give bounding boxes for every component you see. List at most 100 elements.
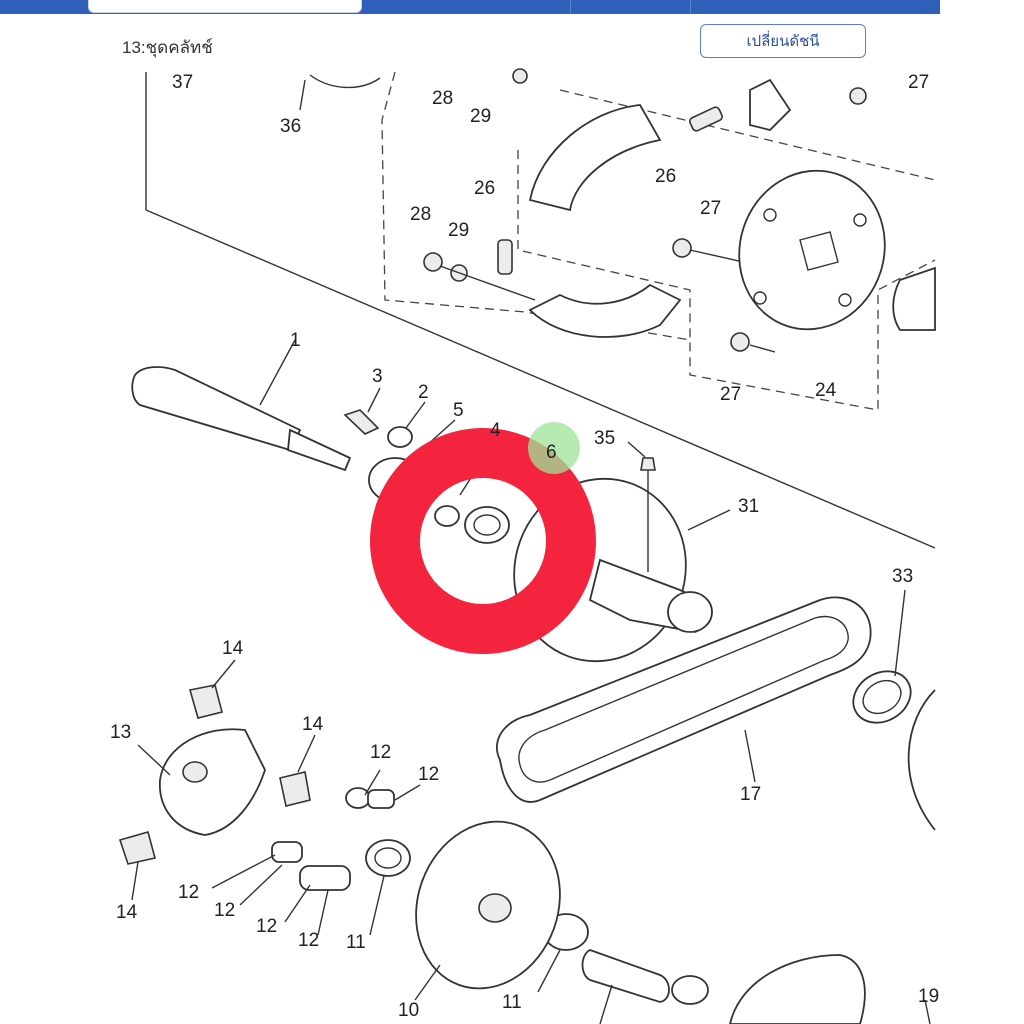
label-26-upper[interactable]: 26	[655, 166, 676, 187]
label-13[interactable]: 13	[110, 722, 131, 743]
clutch-shoe-lower	[528, 283, 682, 338]
label-5[interactable]: 5	[453, 400, 464, 421]
label-12-d[interactable]: 12	[214, 900, 235, 921]
tab-3[interactable]	[570, 0, 691, 14]
part-29-upper	[512, 68, 528, 84]
label-14-bottom[interactable]: 14	[116, 902, 138, 923]
label-11-b[interactable]: 11	[502, 992, 522, 1013]
seal-33-inner	[862, 679, 902, 715]
leader-36	[299, 79, 306, 111]
label-24[interactable]: 24	[815, 380, 837, 401]
dashed-outline-top	[559, 89, 936, 181]
leader-2	[405, 401, 426, 429]
leader-11a	[369, 875, 385, 936]
label-28-top[interactable]: 28	[432, 88, 453, 109]
leader-17	[744, 729, 756, 783]
label-35[interactable]: 35	[594, 428, 615, 449]
v-belt-inner	[518, 615, 849, 783]
top-tab-bar	[0, 0, 940, 14]
leader-33	[894, 589, 906, 677]
primary-shaft-tip	[287, 428, 352, 472]
leader-bottom	[599, 984, 613, 1024]
label-26-lower[interactable]: 26	[474, 178, 495, 199]
oil-seal-6	[464, 506, 510, 544]
oil-seal-6-inner	[473, 514, 501, 536]
label-1[interactable]: 1	[290, 330, 301, 351]
spring-26-lower	[497, 239, 513, 275]
label-37[interactable]: 37	[172, 72, 193, 93]
roller-12c	[271, 841, 303, 863]
clutch-carrier-plate	[738, 169, 886, 331]
primary-shaft	[131, 366, 302, 452]
roller-12b	[367, 789, 395, 809]
label-29-top[interactable]: 29	[470, 106, 491, 127]
change-index-button[interactable]: เปลี่ยนดัชนี	[700, 24, 866, 58]
fan-pulley-hub	[478, 893, 512, 923]
label-12-e[interactable]: 12	[256, 916, 277, 937]
label-12-a[interactable]: 12	[370, 742, 391, 763]
label-27-mid[interactable]: 27	[700, 198, 721, 219]
label-33[interactable]: 33	[892, 566, 913, 587]
part-36-shape	[309, 74, 381, 89]
fan-pulley-lower	[729, 954, 866, 1024]
collar-4	[434, 505, 460, 527]
carrier-hole-2	[753, 291, 767, 305]
label-12-b[interactable]: 12	[418, 764, 439, 785]
leader-14b	[297, 734, 316, 773]
part-edge-right-lower	[907, 689, 936, 831]
label-6[interactable]: 6	[546, 442, 557, 463]
label-11-a[interactable]: 11	[346, 932, 366, 953]
leader-12f	[317, 889, 329, 936]
label-31[interactable]: 31	[738, 496, 759, 517]
label-10[interactable]: 10	[398, 1000, 419, 1021]
seal-11a	[365, 839, 411, 877]
carrier-hole-1	[763, 208, 777, 222]
leader-31	[687, 509, 731, 531]
leader-11b	[537, 949, 561, 993]
leader-1	[259, 339, 296, 406]
v-belt	[495, 596, 872, 803]
washer-2	[387, 426, 413, 448]
leader-10	[414, 964, 441, 1001]
washer-lower	[671, 975, 709, 1005]
label-28-lower[interactable]: 28	[410, 204, 431, 225]
label-4[interactable]: 4	[490, 420, 501, 441]
active-tab[interactable]	[88, 0, 362, 13]
slider-14-right	[279, 771, 311, 807]
label-19[interactable]: 19	[918, 986, 939, 1007]
clutch-weight-arm	[749, 78, 792, 131]
carrier-hole-3	[853, 213, 867, 227]
tab-2[interactable]	[360, 0, 571, 14]
collar-lower	[581, 949, 670, 1003]
label-14-right[interactable]: 14	[302, 714, 324, 735]
leader-12b	[394, 784, 421, 801]
leader-12a	[364, 769, 381, 796]
leader-12d	[239, 864, 283, 906]
label-2[interactable]: 2	[418, 382, 429, 403]
label-14-top[interactable]: 14	[222, 638, 244, 659]
pin-line-low	[749, 344, 776, 353]
highlight-ring	[370, 428, 596, 654]
roller-12a	[345, 787, 371, 809]
label-17[interactable]: 17	[740, 784, 761, 805]
carrier-center-hole	[799, 231, 839, 271]
sheave-hub-end	[667, 591, 713, 633]
label-12-c[interactable]: 12	[178, 882, 199, 903]
pin-line-lower	[439, 265, 536, 301]
label-36[interactable]: 36	[280, 116, 301, 137]
spring-26-upper	[689, 106, 723, 132]
slider-14-bottom	[118, 831, 156, 865]
part-edge-right	[892, 266, 936, 331]
seal-33	[852, 670, 912, 724]
part-6-marker[interactable]	[528, 422, 580, 474]
label-29-lower[interactable]: 29	[448, 220, 469, 241]
page-title: 13:ชุดคลัทช์	[122, 38, 213, 57]
label-27-low[interactable]: 27	[720, 384, 741, 405]
frame-line-diagonal	[145, 209, 936, 549]
leader-12c	[211, 854, 276, 889]
label-12-f[interactable]: 12	[298, 930, 319, 951]
label-27-top[interactable]: 27	[908, 72, 929, 93]
bolt-3	[343, 409, 380, 435]
label-3[interactable]: 3	[372, 366, 383, 387]
